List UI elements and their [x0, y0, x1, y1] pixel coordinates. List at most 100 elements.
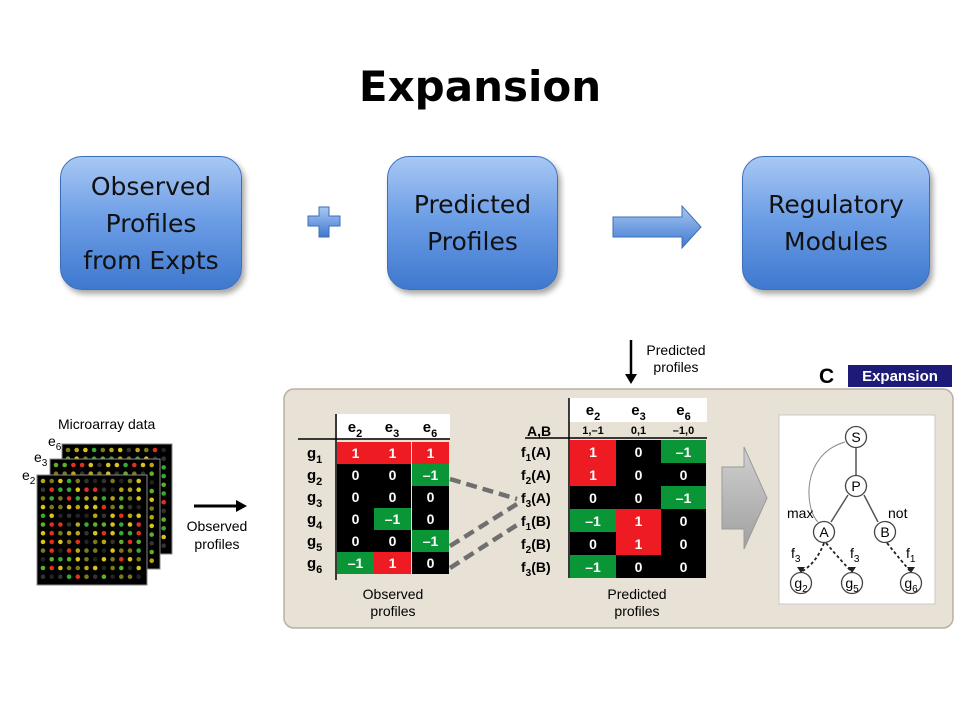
predicted-cell-value: 0 — [680, 513, 688, 529]
predicted-row-label: f3(B) — [521, 559, 551, 579]
predicted-cell — [616, 555, 661, 578]
predicted-cell — [661, 555, 706, 578]
array-label: e2 — [22, 467, 36, 487]
observed-cell — [337, 530, 374, 552]
observed-cell — [337, 508, 374, 530]
predicted-cell-value: 0 — [680, 467, 688, 483]
observed-row-label: g3 — [307, 489, 322, 510]
observed-cell — [337, 552, 374, 574]
predicted-cell-value: 0 — [635, 490, 643, 506]
predicted-cell-value: 0 — [680, 536, 688, 552]
network-node-label: A — [819, 524, 829, 540]
predicted-col-header: e6 — [676, 402, 690, 423]
regulatory-modules-box: Regulatory Modules — [742, 156, 930, 290]
observed-cell-value: 0 — [352, 511, 360, 527]
observed-cell-value: 1 — [427, 445, 435, 461]
predicted-cell — [616, 463, 661, 486]
microarray-label: Microarray data — [58, 416, 155, 432]
predicted-row-label: f2(B) — [521, 536, 551, 556]
predicted-cell — [661, 509, 706, 532]
microarray-slide — [36, 474, 148, 586]
predicted-cell — [570, 555, 616, 578]
observed-cell — [412, 486, 449, 508]
network-node — [812, 520, 836, 544]
predicted-cell — [616, 509, 661, 532]
observed-cell-value: 1 — [389, 555, 397, 571]
panel-badge-label: Expansion — [862, 368, 938, 385]
observed-cell — [374, 530, 411, 552]
network-edge — [825, 542, 853, 573]
network-edge-function: f3 — [791, 545, 801, 565]
panel-badge — [848, 365, 952, 387]
predicted-cell-value: 0 — [635, 444, 643, 460]
array-label: e6 — [48, 433, 62, 453]
predicted-header-bg — [569, 398, 707, 422]
predicted-cell — [616, 532, 661, 555]
predicted-profiles-box: Predicted Profiles — [387, 156, 558, 290]
observed-cell — [374, 552, 411, 574]
predicted-cell — [661, 486, 706, 509]
predicted-cell — [661, 440, 706, 463]
observed-cell-value: 0 — [427, 555, 435, 571]
observed-cell-value: 0 — [389, 489, 397, 505]
predicted-cell — [570, 509, 616, 532]
observed-cell-value: 1 — [389, 445, 397, 461]
observed-cell — [412, 442, 449, 464]
observed-row-label: g5 — [307, 533, 322, 554]
predicted-col-header: e2 — [586, 402, 600, 423]
observed-header-bg — [337, 414, 450, 438]
predicted-cell-value: 0 — [635, 467, 643, 483]
observed-arrow-label-1: Observed — [187, 518, 248, 534]
predicted-row-label: f2(A) — [521, 467, 551, 487]
predicted-top-label-1: Predicted — [646, 342, 705, 358]
observed-cell-value: –1 — [423, 467, 439, 483]
observed-row-label: g4 — [307, 511, 323, 532]
observed-cell-value: –1 — [423, 533, 439, 549]
predicted-col-subheader: 1,–1 — [582, 425, 603, 437]
observed-col-header: e6 — [423, 419, 437, 440]
network-target-node — [840, 571, 864, 595]
predicted-row-label: f1(B) — [521, 513, 551, 533]
dashed-links — [448, 476, 519, 570]
observed-cell — [412, 530, 449, 552]
predicted-cell-value: 1 — [635, 536, 643, 552]
predicted-row-label: f1(A) — [521, 444, 551, 464]
edge-label-max: max — [787, 505, 813, 521]
predicted-cell — [570, 532, 616, 555]
network-edge-function: f1 — [906, 545, 916, 565]
network-edge-function: f3 — [850, 545, 860, 565]
observed-cell-value: 0 — [427, 489, 435, 505]
predicted-top-label-2: profiles — [653, 359, 698, 375]
network-edge — [800, 542, 825, 573]
observed-profiles-box: Observed Profiles from Expts — [60, 156, 242, 290]
observed-cell-value: –1 — [348, 555, 364, 571]
predicted-cell — [616, 486, 661, 509]
observed-caption-1: Observed — [363, 586, 424, 602]
predicted-cell — [661, 463, 706, 486]
edge-label-not: not — [888, 505, 908, 521]
predicted-col-header: e3 — [631, 402, 645, 423]
predicted-cell — [570, 486, 616, 509]
observed-cell — [412, 552, 449, 574]
network-target-node — [789, 571, 813, 595]
observed-caption-2: profiles — [370, 603, 415, 619]
predicted-cell-value: 1 — [589, 467, 597, 483]
predicted-cell-value: 0 — [680, 559, 688, 575]
observed-cell — [337, 486, 374, 508]
network-node — [844, 425, 868, 449]
predicted-caption-2: profiles — [614, 603, 659, 619]
observed-col-header: e2 — [348, 419, 362, 440]
observed-cell — [374, 486, 411, 508]
observed-cell — [374, 464, 411, 486]
predicted-cell — [570, 440, 616, 463]
observed-col-header: e3 — [385, 419, 399, 440]
network-node — [873, 520, 897, 544]
observed-cell-value: 0 — [352, 533, 360, 549]
observed-cell-value: 1 — [352, 445, 360, 461]
observed-cell-value: 0 — [427, 511, 435, 527]
predicted-cell-value: –1 — [676, 490, 692, 506]
network-node-label: P — [851, 478, 860, 494]
